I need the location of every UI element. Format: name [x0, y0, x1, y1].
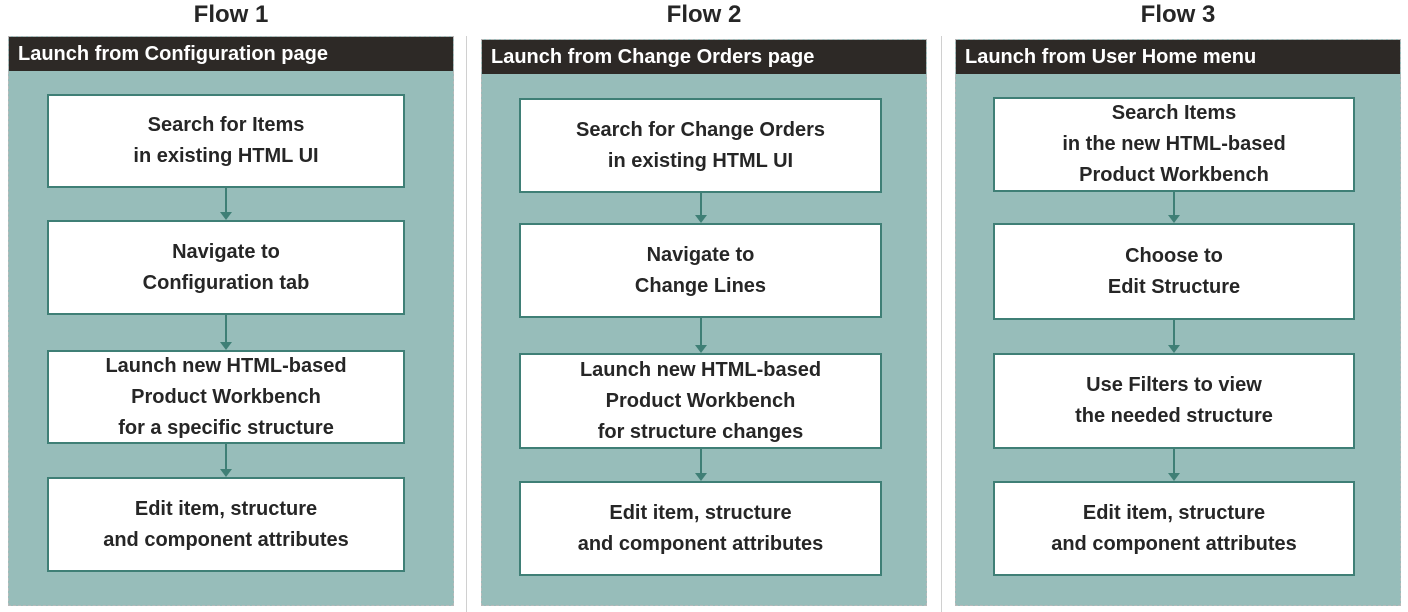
step-text-line: Navigate to: [172, 240, 280, 263]
step-text-line: and component attributes: [577, 532, 824, 555]
flow-3-header: Launch from User Home menu: [956, 40, 1400, 74]
flow-arrow: [694, 318, 708, 353]
flow-arrow: [694, 449, 708, 481]
step-text: Edit item, structure and component attrib…: [103, 494, 349, 556]
step-text-line: Choose to: [1125, 244, 1223, 267]
step-text-line: in the new HTML-based: [1062, 133, 1286, 155]
flow-3-step-3: Use Filters to view the needed structure: [993, 353, 1355, 449]
flow-arrow: [1167, 449, 1181, 481]
flow-2-step-1: Search for Change Orders in existing HTML…: [519, 98, 882, 193]
step-text-line: Configuration tab: [142, 271, 310, 294]
flow-1-step-4: Edit item, structure and component attrib…: [47, 477, 405, 572]
step-text-line: Navigate to: [646, 243, 755, 266]
step-text-line: Search for Items: [147, 114, 305, 136]
flow-arrow: [219, 315, 233, 350]
step-text-line: Product Workbench: [605, 389, 796, 412]
step-text: Use Filters to view the needed structure: [1075, 370, 1273, 432]
step-text-line: for structure changes: [597, 420, 804, 443]
step-text-line: the needed structure: [1075, 405, 1273, 427]
step-text: Choose to Edit Structure: [1108, 241, 1240, 303]
step-text-line: Edit Structure: [1107, 275, 1241, 298]
flow-2-title: Flow 2: [666, 1, 742, 28]
step-text-line: Launch new HTML-based: [105, 354, 347, 377]
step-text-line: Change Lines: [634, 274, 767, 297]
step-text: Navigate to Change Lines: [635, 240, 766, 302]
step-text: Edit item, structure and component attrib…: [1051, 498, 1297, 560]
step-text-line: Search Items: [1111, 102, 1237, 124]
flow-divider: [466, 36, 467, 612]
flow-arrow: [219, 444, 233, 477]
flow-2-step-2: Navigate to Change Lines: [519, 223, 882, 318]
flow-arrow: [694, 193, 708, 223]
flow-1-step-2: Navigate to Configuration tab: [47, 220, 405, 315]
flow-arrow: [1167, 320, 1181, 353]
step-text-line: for a specific structure: [118, 416, 334, 439]
step-text-line: Search for Change Orders: [576, 118, 825, 141]
step-text-line: Edit item, structure: [1082, 501, 1266, 524]
step-text-line: Edit item, structure: [609, 501, 792, 524]
flow-2-step-4: Edit item, structure and component attrib…: [519, 481, 882, 576]
step-text-line: Launch new HTML-based: [579, 358, 822, 381]
flow-divider: [941, 36, 942, 612]
step-text-line: Product Workbench: [131, 385, 321, 408]
step-text-line: in existing HTML UI: [607, 149, 794, 172]
step-text: Search for Items in existing HTML UI: [133, 110, 318, 172]
flow-3-step-2: Choose to Edit Structure: [993, 223, 1355, 320]
step-text-line: Product Workbench: [1079, 164, 1269, 186]
step-text-line: Use Filters to view: [1086, 374, 1262, 396]
step-text-line: and component attributes: [1051, 532, 1297, 555]
step-text: Search for Change Orders in existing HTML…: [576, 115, 825, 177]
step-text: Navigate to Configuration tab: [143, 237, 310, 299]
flow-2-header: Launch from Change Orders page: [482, 40, 926, 74]
flow-3-title: Flow 3: [1140, 1, 1216, 28]
flow-1-step-1: Search for Items in existing HTML UI: [47, 94, 405, 188]
flow-1-header: Launch from Configuration page: [9, 37, 453, 71]
flow-1-title: Flow 1: [193, 1, 269, 28]
step-text-line: Edit item, structure: [134, 497, 318, 520]
step-text: Edit item, structure and component attrib…: [578, 498, 824, 560]
flow-arrow: [1167, 192, 1181, 223]
flow-arrow: [219, 188, 233, 220]
step-text-line: in existing HTML UI: [133, 145, 319, 167]
flow-3-step-4: Edit item, structure and component attrib…: [993, 481, 1355, 576]
step-text-line: and component attributes: [103, 528, 349, 551]
